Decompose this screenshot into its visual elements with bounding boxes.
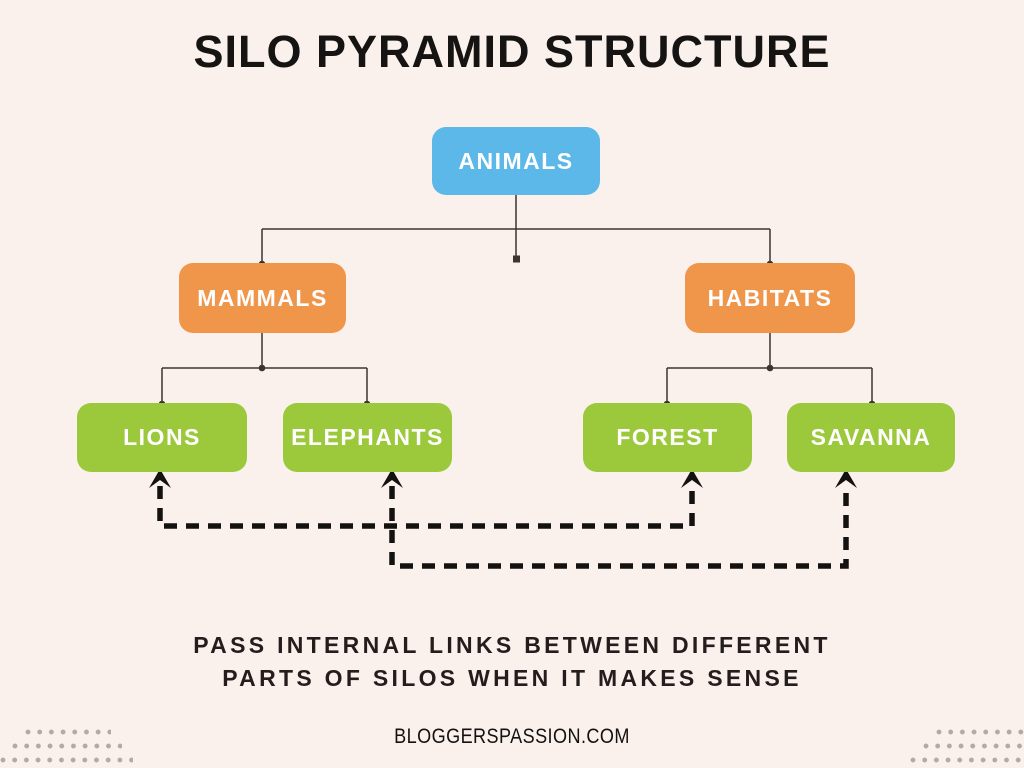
footer-site-name: BLOGGERSPASSION.COM bbox=[0, 725, 1024, 749]
node-lions: LIONS bbox=[77, 403, 247, 472]
node-mammals: MAMMALS bbox=[179, 263, 346, 333]
corner-dots-right-row1 bbox=[936, 729, 1024, 735]
caption-line-2: PARTS OF SILOS WHEN IT MAKES SENSE bbox=[222, 665, 802, 691]
node-animals-label: ANIMALS bbox=[458, 147, 574, 174]
node-savanna: SAVANNA bbox=[787, 403, 955, 472]
corner-dots-right-row3 bbox=[910, 757, 1024, 763]
node-mammals-label: MAMMALS bbox=[197, 284, 328, 311]
node-forest: FOREST bbox=[583, 403, 752, 472]
footer-site-name-text: BLOGGERSPASSION.COM bbox=[394, 725, 630, 748]
node-lions-label: LIONS bbox=[123, 424, 201, 450]
node-habitats: HABITATS bbox=[685, 263, 855, 333]
node-forest-label: FOREST bbox=[616, 424, 719, 450]
corner-dots-left-row1 bbox=[25, 729, 111, 735]
node-animals: ANIMALS bbox=[432, 127, 600, 195]
cross-link-dashed-paths bbox=[157, 486, 849, 569]
node-elephants: ELEPHANTS bbox=[283, 403, 452, 472]
node-elephants-label: ELEPHANTS bbox=[291, 424, 444, 450]
caption: PASS INTERNAL LINKS BETWEEN DIFFERENT PA… bbox=[0, 629, 1024, 695]
node-habitats-label: HABITATS bbox=[707, 284, 833, 311]
caption-line-1: PASS INTERNAL LINKS BETWEEN DIFFERENT bbox=[193, 632, 831, 658]
node-savanna-label: SAVANNA bbox=[810, 424, 932, 450]
page-title: SILO PYRAMID STRUCTURE bbox=[193, 26, 831, 77]
corner-dots-left-row2 bbox=[12, 743, 122, 749]
cross-link-arrowheads bbox=[149, 469, 857, 488]
corner-dots-right-row2 bbox=[923, 743, 1024, 749]
corner-dots-left-row3 bbox=[0, 757, 133, 763]
